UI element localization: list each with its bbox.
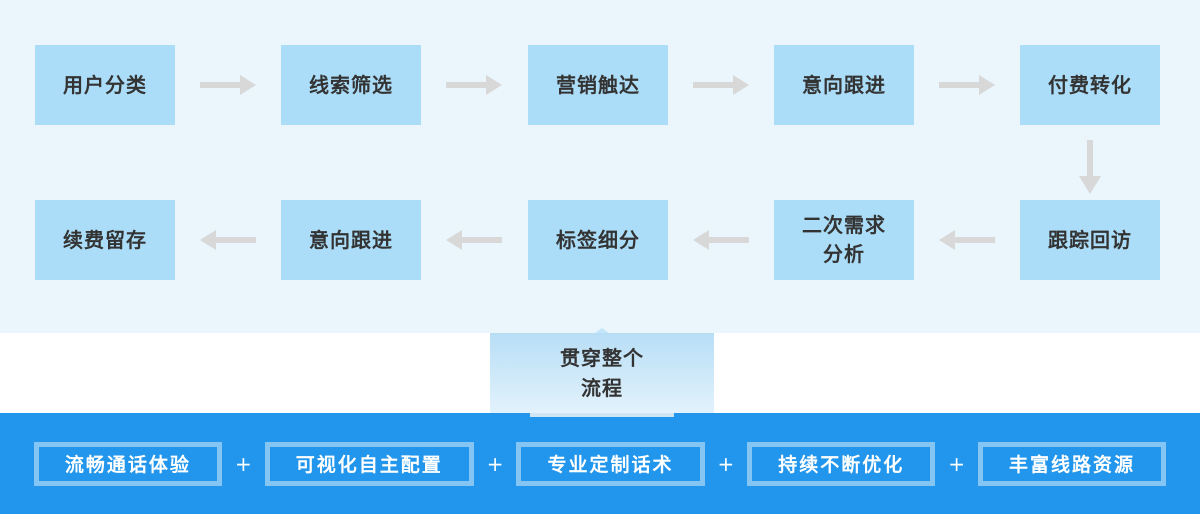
- arrow-head: [693, 230, 709, 250]
- arrow-head: [939, 230, 955, 250]
- arrow-shaft: [693, 82, 733, 88]
- flow-step-paid-conversion: 付费转化: [1020, 45, 1173, 138]
- arrow-shaft: [1087, 140, 1093, 176]
- feature-pill-line-resources: 丰富线路资源: [978, 441, 1167, 486]
- plus-separator: +: [234, 451, 252, 476]
- arrow-head: [979, 75, 995, 95]
- callout-up-notch-icon: [595, 328, 609, 333]
- arrow-left-icon: [200, 230, 256, 250]
- flow-step-label: 意向跟进: [802, 72, 886, 97]
- plus-separator: +: [948, 451, 966, 476]
- feature-pill-label: 专业定制话术: [547, 454, 674, 476]
- plus-separator: +: [486, 451, 504, 476]
- feature-pill-visual-config: 可视化自主配置: [264, 441, 474, 486]
- arrow-shaft: [709, 237, 749, 243]
- flow-step-label: 意向跟进: [309, 227, 393, 252]
- callout-label-line1: 贯穿整个: [560, 346, 644, 370]
- callout-base-strip: [530, 413, 674, 417]
- arrow-left-icon: [939, 230, 995, 250]
- plus-separator: +: [717, 451, 735, 476]
- flow-step-label-line2: 分析: [823, 242, 865, 266]
- arrow-head: [446, 230, 462, 250]
- flow-step-label: 续费留存: [63, 227, 147, 252]
- flow-step-intent-followup-1: 意向跟进: [774, 45, 927, 138]
- flow-step-label: 营销触达: [556, 72, 640, 97]
- flow-step-label: 用户分类: [63, 72, 147, 97]
- flow-step-label: 跟踪回访: [1048, 227, 1132, 252]
- feature-pill-custom-scripts: 专业定制话术: [516, 441, 705, 486]
- flow-step-tag-segmentation: 标签细分: [528, 200, 681, 293]
- flow-step-intent-followup-2: 意向跟进: [281, 200, 434, 293]
- arrow-right-icon: [446, 75, 502, 95]
- flow-step-label: 标签细分: [556, 227, 640, 252]
- arrow-shaft: [446, 82, 486, 88]
- feature-pill-label: 持续不断优化: [778, 454, 905, 476]
- arrow-right-icon: [200, 75, 256, 95]
- arrow-shaft: [955, 237, 995, 243]
- callout-whole-process: 贯穿整个 流程: [490, 328, 714, 417]
- flow-step-lead-screening: 线索筛选: [281, 45, 434, 138]
- flow-step-user-classification: 用户分类: [35, 45, 188, 138]
- arrow-shaft: [462, 237, 502, 243]
- arrow-right-icon: [939, 75, 995, 95]
- feature-pill-label: 流畅通话体验: [64, 454, 191, 476]
- flow-step-track-revisit: 跟踪回访: [1020, 200, 1173, 293]
- flow-step-label-line1: 二次需求: [802, 213, 886, 237]
- arrow-left-icon: [693, 230, 749, 250]
- arrow-head: [733, 75, 749, 95]
- arrow-shaft: [200, 82, 240, 88]
- feature-pill-label: 可视化自主配置: [295, 454, 443, 476]
- arrow-down-icon: [1079, 140, 1101, 194]
- flow-step-secondary-demand-analysis: 二次需求 分析: [774, 200, 927, 293]
- flow-step-label: 付费转化: [1048, 72, 1132, 97]
- flow-step-label: 线索筛选: [309, 72, 393, 97]
- arrow-head: [200, 230, 216, 250]
- flow-step-marketing-reach: 营销触达: [528, 45, 681, 138]
- arrow-right-icon: [693, 75, 749, 95]
- callout-label-line2: 流程: [581, 376, 623, 400]
- arrow-head: [240, 75, 256, 95]
- feature-bar: 流畅通话体验 + 可视化自主配置 + 专业定制话术 + 持续不断优化 + 丰富线…: [0, 413, 1200, 514]
- arrow-left-icon: [446, 230, 502, 250]
- feature-pill-continuous-optimization: 持续不断优化: [747, 441, 936, 486]
- feature-pill-call-quality: 流畅通话体验: [33, 441, 222, 486]
- flow-step-renewal-retention: 续费留存: [35, 200, 188, 293]
- arrow-head: [1079, 176, 1101, 194]
- arrow-shaft: [939, 82, 979, 88]
- feature-bar-background: [0, 413, 1200, 514]
- arrow-shaft: [216, 237, 256, 243]
- feature-pill-label: 丰富线路资源: [1009, 454, 1136, 476]
- arrow-head: [486, 75, 502, 95]
